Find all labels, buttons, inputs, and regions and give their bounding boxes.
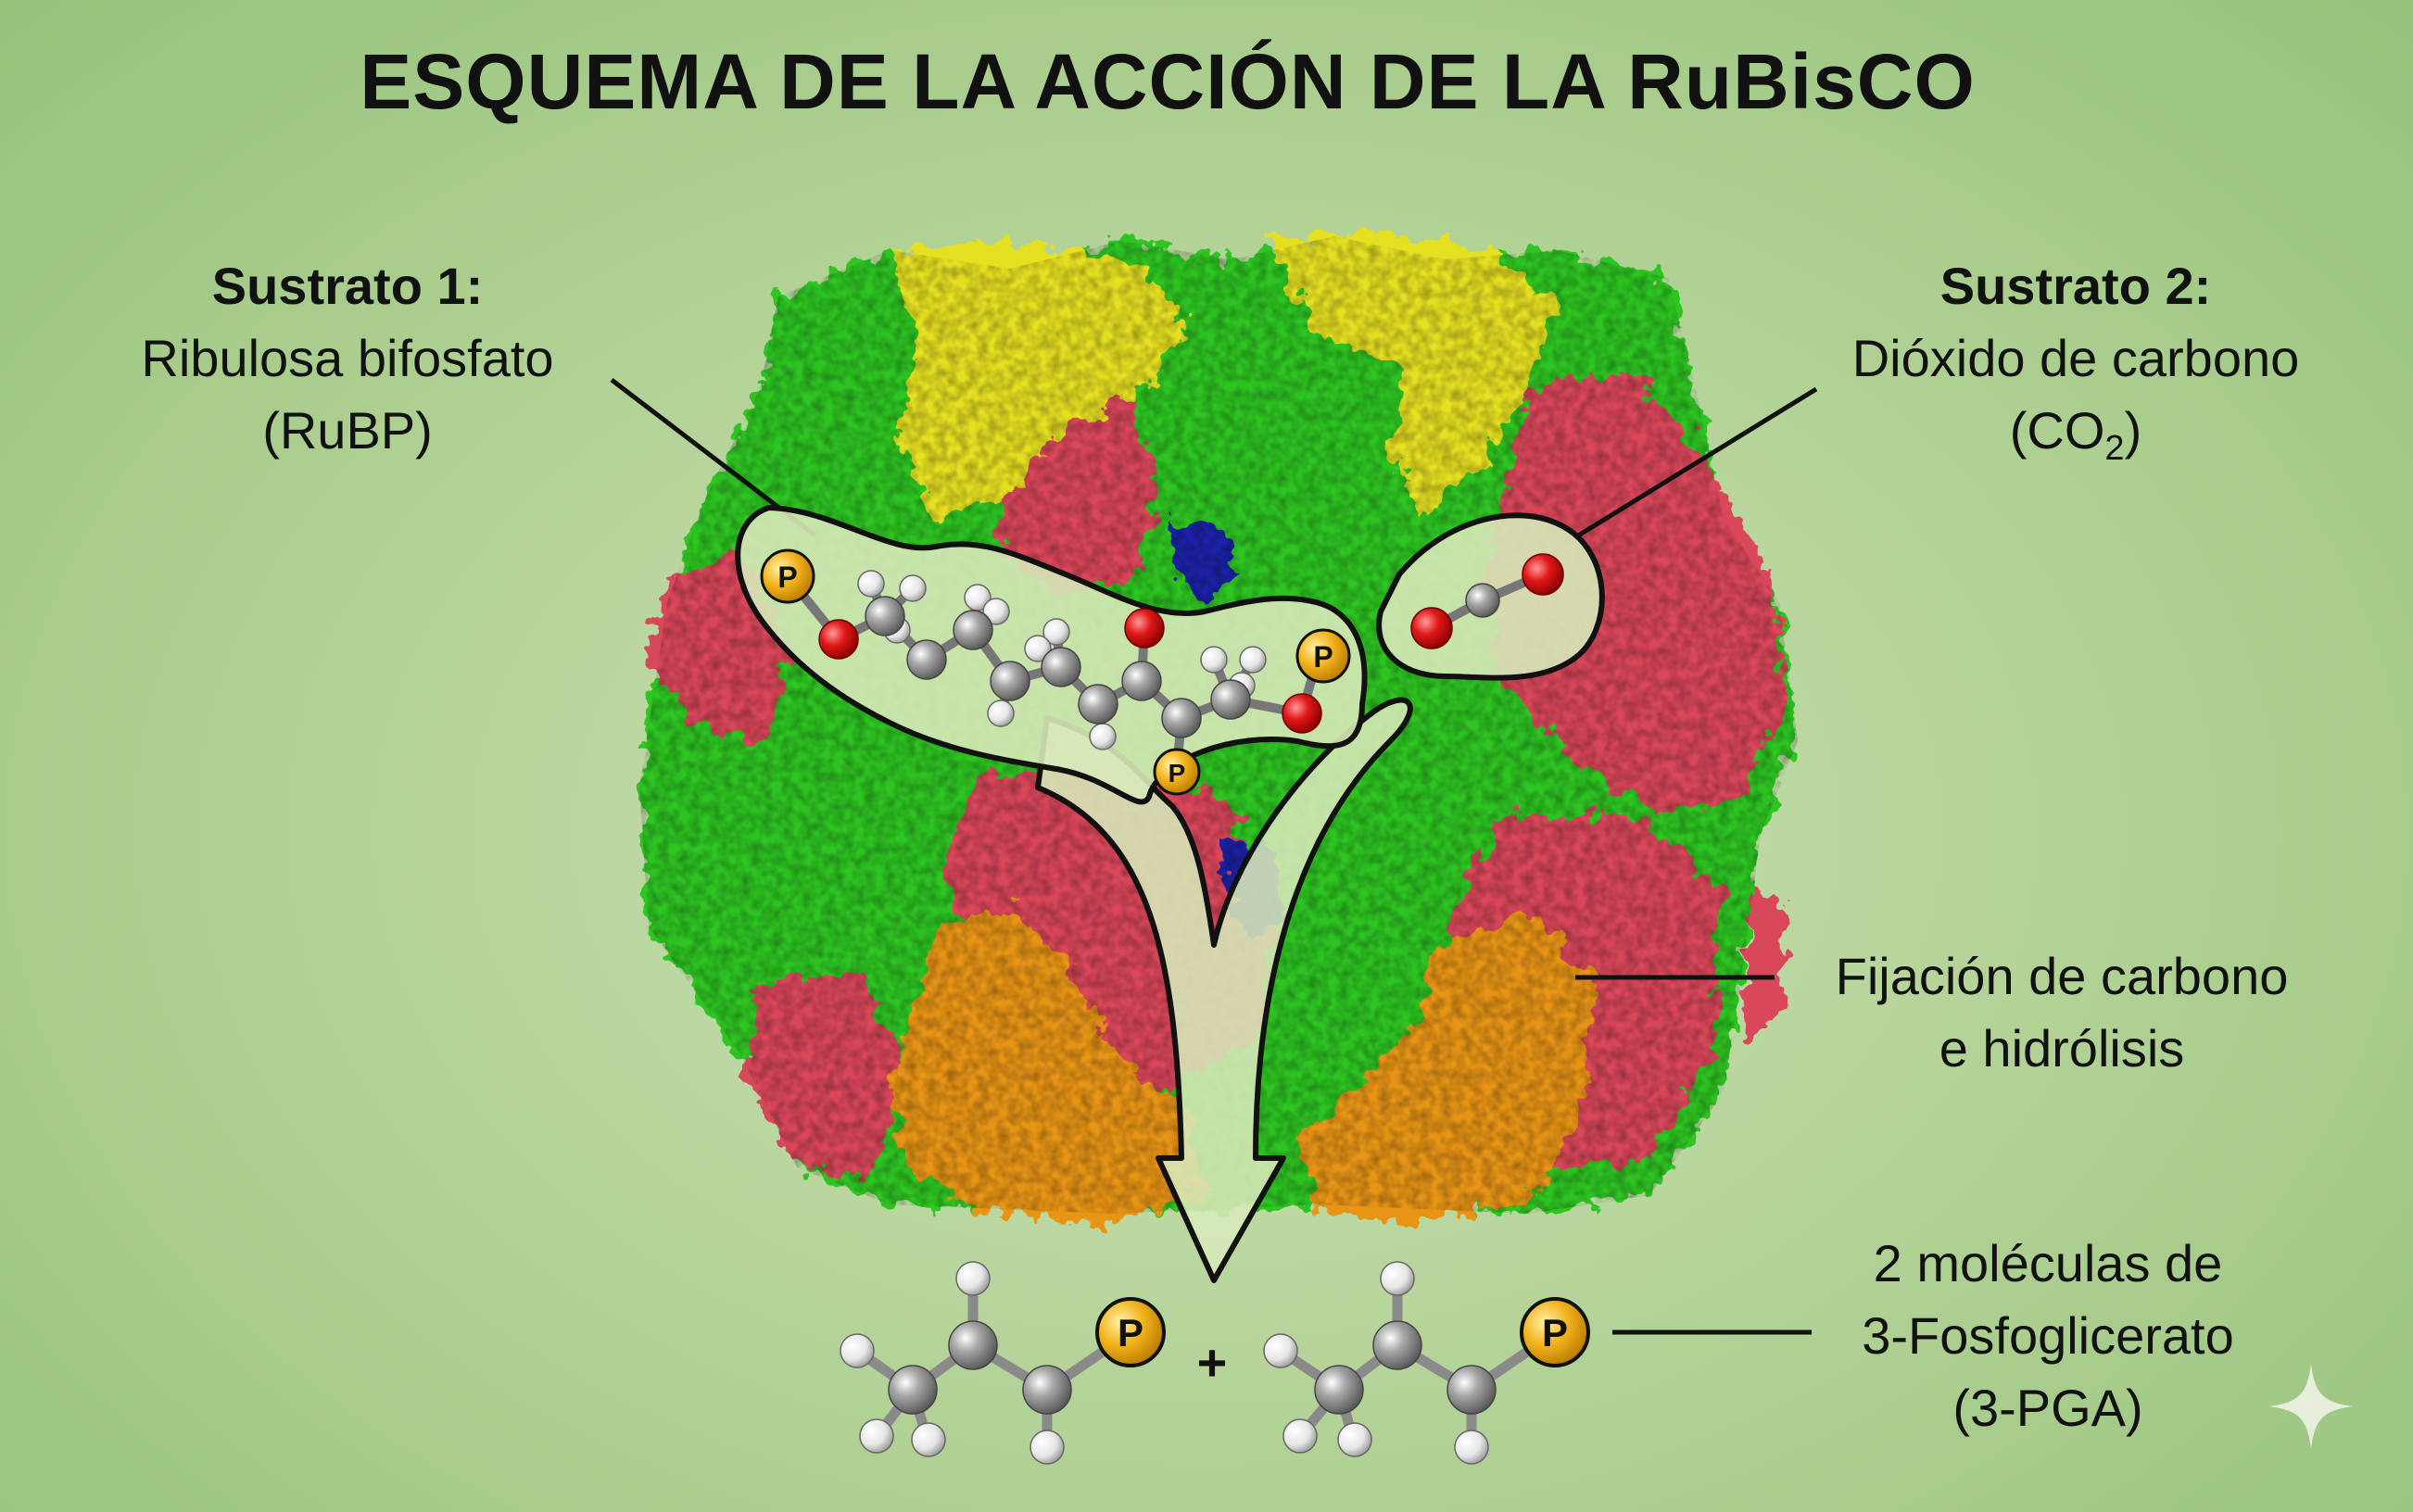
reaction-arrow (1035, 697, 1413, 1283)
pga-molecule-2: P (1263, 1261, 1590, 1465)
phosphate-symbol: P (1118, 1311, 1143, 1354)
substrate1-name: Ribulosa bifosfato (141, 329, 554, 387)
phosphate-rubp-1: P (760, 548, 815, 604)
substrate2-heading: Sustrato 2: (1939, 257, 2212, 315)
phosphate-symbol: P (1169, 759, 1186, 788)
process-label: Fijación de carbono e hidrólisis (1784, 940, 2340, 1085)
product-line1: 2 moléculas de (1873, 1234, 2223, 1292)
phosphate-symbol: P (777, 561, 797, 594)
substrate1-label: Sustrato 1: Ribulosa bifosfato (RuBP) (74, 250, 621, 467)
product-line2: 3-Fosfoglicerato (1862, 1306, 2234, 1365)
substrate2-name: Dióxido de carbono (1851, 329, 2300, 387)
substrate1-abbr: (RuBP) (262, 401, 433, 460)
substrate1-heading: Sustrato 1: (211, 257, 484, 315)
page-title: ESQUEMA DE LA ACCIÓN DE LA RuBisCO (360, 38, 1976, 125)
phosphate-rubp-2: P (1295, 628, 1351, 684)
process-line2: e hidrólisis (1939, 1019, 2185, 1077)
co2-molecule (1410, 553, 1564, 649)
phosphate-rubp-3: P (1153, 748, 1201, 796)
leader-line-substrate2 (1573, 386, 1818, 540)
product-label: 2 moléculas de 3-Fosfoglicerato (3-PGA) (1798, 1228, 2298, 1444)
pga-molecule-1: P (840, 1261, 1166, 1465)
substrate2-abbr-suffix: ) (2124, 401, 2142, 460)
phosphate-symbol: P (1313, 640, 1333, 674)
process-line1: Fijación de carbono (1835, 947, 2289, 1005)
substrate2-abbr: (CO2) (1816, 395, 2335, 485)
substrate2-abbr-prefix: (CO (2009, 401, 2105, 460)
product-line3: (3-PGA) (1952, 1379, 2143, 1437)
phosphate-symbol: P (1542, 1311, 1568, 1354)
substrate2-label: Sustrato 2: Dióxido de carbono (CO2) (1816, 250, 2335, 485)
substrate2-abbr-sub: 2 (2104, 429, 2125, 469)
sparkle-icon (2268, 1363, 2355, 1450)
plus-sign: + (1197, 1333, 1228, 1392)
rubp-molecule: P P P (760, 548, 1351, 796)
protein-red-right-edge (1742, 889, 1788, 1038)
